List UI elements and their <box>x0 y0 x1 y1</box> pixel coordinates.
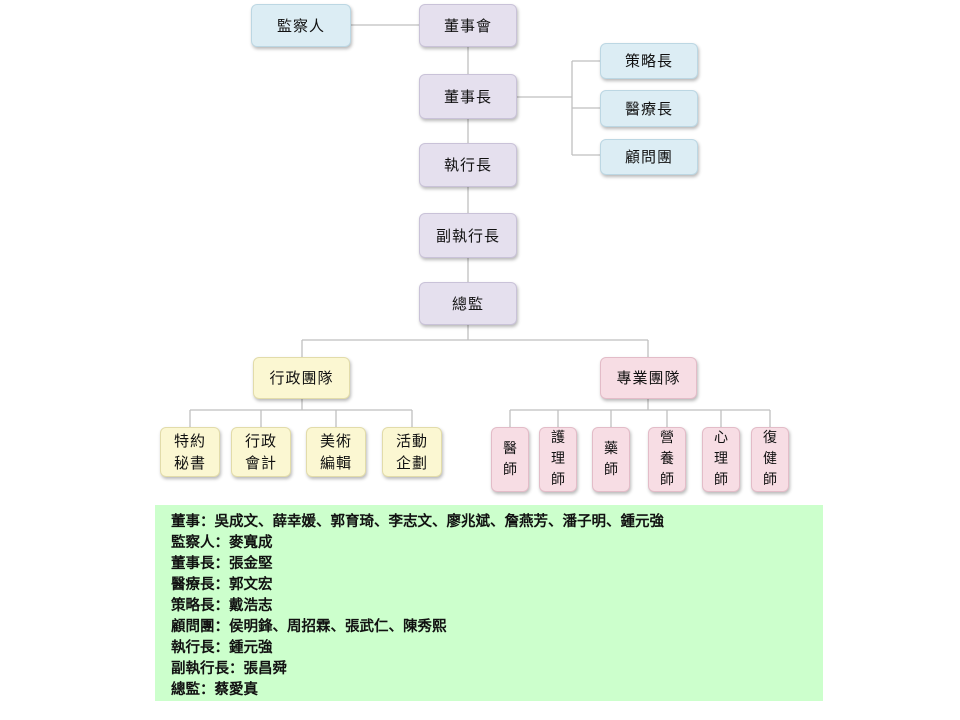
admin-unit-box: 活動 企劃 <box>382 427 442 477</box>
supervisor-label: 監察人 <box>276 16 325 35</box>
pro-unit-label: 醫 師 <box>503 440 517 478</box>
note-line-chairman: 董事長：張金堅 <box>171 555 273 572</box>
note-line-deputy-ceo: 副執行長：張昌舜 <box>171 660 287 677</box>
pro-unit-box: 藥 師 <box>592 427 630 492</box>
admin-unit-box: 特約 秘書 <box>160 427 220 477</box>
note-line-director: 總監：蔡愛真 <box>171 681 258 698</box>
pro-team-box: 專業團隊 <box>600 357 697 399</box>
pro-unit-label: 護 理 師 <box>551 430 565 488</box>
ceo-box: 執行長 <box>419 143 517 187</box>
board-box: 董事會 <box>419 4 517 47</box>
note-line-strategy: 策略長：戴浩志 <box>171 597 273 614</box>
pro-unit-box: 護 理 師 <box>539 427 577 492</box>
deputy-ceo-label: 副執行長 <box>435 226 500 245</box>
chairman-box: 董事長 <box>419 74 517 119</box>
admin-unit-box: 行政 會計 <box>231 427 291 477</box>
note-line-directors: 董事：吳成文、薛幸媛、郭育琦、李志文、廖兆斌、詹燕芳、潘子明、鍾元強 <box>171 513 664 530</box>
advisors-label: 顧問團 <box>624 148 673 166</box>
advisors-box: 顧問團 <box>600 139 698 175</box>
admin-team-box: 行政團隊 <box>253 357 350 399</box>
note-line-medical-chief: 醫療長：郭文宏 <box>171 576 273 593</box>
pro-unit-label: 心 理 師 <box>714 430 728 488</box>
note-line-advisors: 顧問團：侯明鋒、周招霖、張武仁、陳秀熙 <box>171 618 447 635</box>
pro-unit-box: 復 健 師 <box>751 427 789 492</box>
note-line-supervisor: 監察人：麥寬成 <box>171 534 273 551</box>
pro-unit-label: 復 健 師 <box>763 430 777 488</box>
pro-unit-box: 營 養 師 <box>648 427 686 492</box>
deputy-ceo-box: 副執行長 <box>419 213 517 258</box>
note-line-ceo: 執行長：鍾元強 <box>171 639 273 656</box>
chairman-label: 董事長 <box>443 87 492 106</box>
strategy-box: 策略長 <box>600 43 698 79</box>
admin-unit-box: 美術 編輯 <box>306 427 366 477</box>
ceo-label: 執行長 <box>443 156 492 174</box>
supervisor-box: 監察人 <box>251 4 351 47</box>
pro-unit-box: 醫 師 <box>491 427 529 492</box>
roster-notes-panel: 董事：吳成文、薛幸媛、郭育琦、李志文、廖兆斌、詹燕芳、潘子明、鍾元強 監察人：麥… <box>155 505 823 701</box>
admin-team-label: 行政團隊 <box>269 369 334 387</box>
admin-unit-label: 美術 編輯 <box>319 432 352 472</box>
board-label: 董事會 <box>443 16 492 35</box>
admin-unit-label: 行政 會計 <box>244 432 277 472</box>
admin-unit-label: 特約 秘書 <box>173 432 206 472</box>
pro-unit-label: 藥 師 <box>604 440 618 478</box>
medical-chief-label: 醫療長 <box>624 99 673 118</box>
director-label: 總監 <box>451 294 484 313</box>
director-box: 總監 <box>419 282 517 325</box>
pro-unit-box: 心 理 師 <box>702 427 740 492</box>
medical-chief-box: 醫療長 <box>600 90 698 127</box>
pro-team-label: 專業團隊 <box>616 369 681 387</box>
strategy-label: 策略長 <box>624 52 673 70</box>
admin-unit-label: 活動 企劃 <box>395 432 428 472</box>
pro-unit-label: 營 養 師 <box>660 430 674 488</box>
